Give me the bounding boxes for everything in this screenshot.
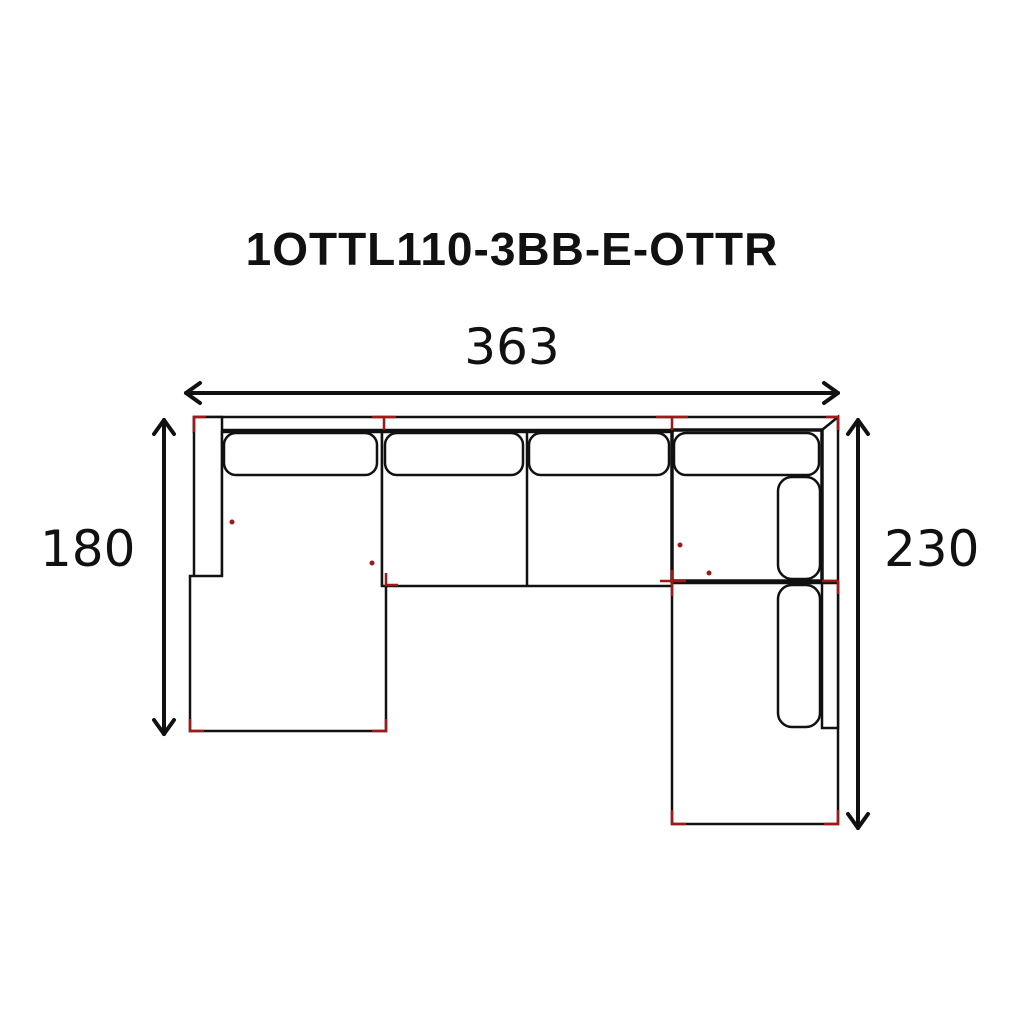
middle-seat-module — [380, 430, 674, 588]
back-cushion-3 — [527, 431, 671, 477]
right-chaise-module — [670, 581, 840, 826]
right-corner-module — [670, 414, 840, 583]
back-cushion-4 — [672, 431, 821, 477]
model-code-title: 1OTTL110-3BB-E-OTTR — [245, 223, 779, 275]
corner-marks — [188, 415, 840, 826]
back-cushion-1 — [222, 431, 379, 477]
right-depth-arrow — [846, 418, 870, 830]
side-cushion-upper — [776, 475, 822, 581]
left-depth-dimension-label: 180 — [40, 520, 136, 578]
width-arrow — [184, 381, 840, 405]
width-dimension-label: 363 — [464, 318, 560, 376]
side-cushion-lower — [776, 583, 822, 729]
left-depth-arrow — [152, 418, 176, 736]
left-chaise-module — [188, 415, 388, 733]
right-depth-dimension-label: 230 — [884, 520, 980, 578]
right-armrest — [820, 581, 840, 730]
left-armrest — [192, 415, 224, 579]
back-cushion-2 — [383, 431, 525, 477]
